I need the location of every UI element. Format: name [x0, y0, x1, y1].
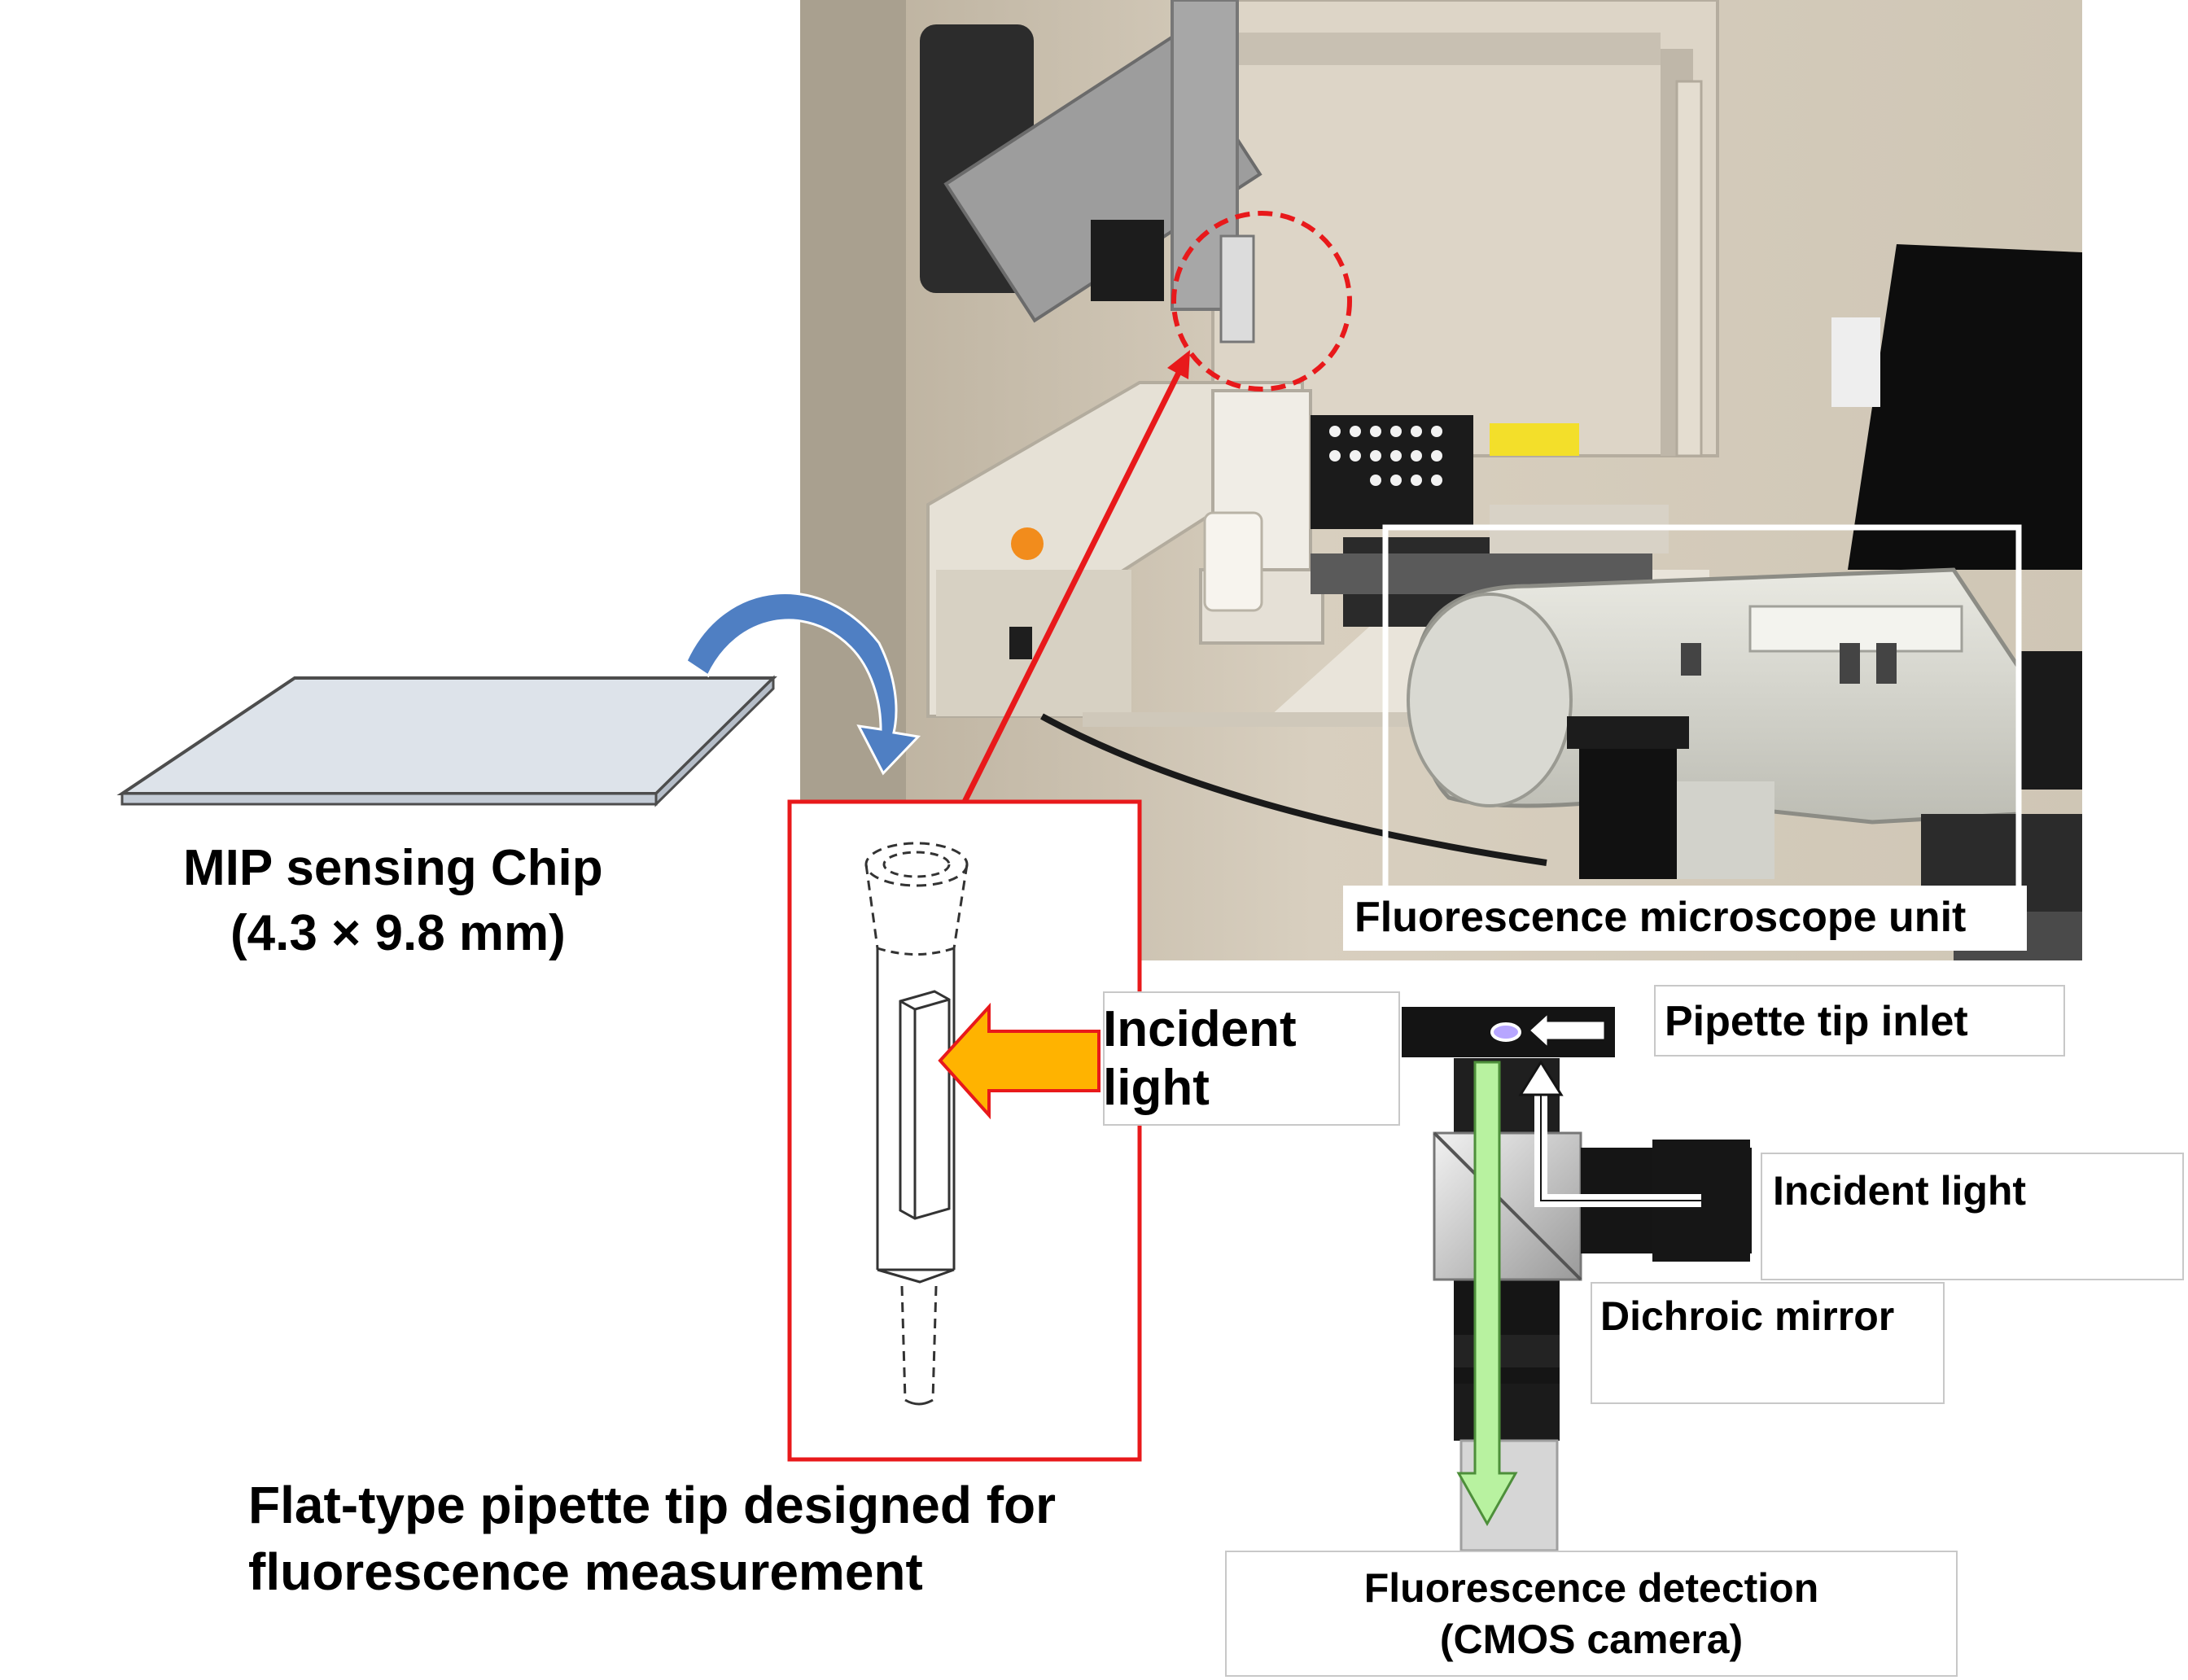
- leader-line: [961, 371, 1182, 803]
- incident-light-box: [1761, 1153, 2184, 1280]
- highlight-circle: [1171, 211, 1352, 392]
- incident-light-tip-line1: Incident: [1103, 1001, 1297, 1057]
- incident-light-label: Incident light: [1773, 1168, 2027, 1214]
- pipette-caption-line2: fluorescence measurement: [248, 1542, 923, 1601]
- microscope-unit-label: Fluorescence microscope unit: [1354, 894, 1967, 941]
- chip-size-label: (4.3 × 9.8 mm): [230, 905, 566, 961]
- pipette-inlet-label: Pipette tip inlet: [1665, 998, 1968, 1045]
- dichroic-mirror-label: Dichroic mirror: [1600, 1293, 1895, 1339]
- incident-arrow-icon: [938, 1002, 1101, 1120]
- microscope-unit-label-box: [1343, 886, 2027, 951]
- detection-box: [1225, 1551, 1958, 1677]
- microscope-schematic: [1402, 1007, 1752, 1552]
- pipette-caption-line1: Flat-type pipette tip designed for: [248, 1476, 1057, 1534]
- instrument-photo: [800, 0, 2082, 960]
- chip-name-label: MIP sensing Chip: [183, 840, 603, 896]
- inlet-hole-icon: [1490, 1022, 1521, 1042]
- detection-line2: (CMOS camera): [1439, 1617, 1744, 1662]
- incident-light-tip-line2: light: [1103, 1060, 1210, 1116]
- curved-arrow-icon: [685, 592, 921, 776]
- dichroic-mirror-box: [1591, 1282, 1945, 1404]
- pipette-tip-icon: [864, 842, 969, 1406]
- pipette-inlet-box: [1654, 985, 2065, 1057]
- sensing-chip-icon: [116, 675, 777, 807]
- pipette-frame: [787, 799, 1142, 1462]
- detection-line1: Fluorescence detection: [1363, 1565, 1819, 1611]
- incident-light-tip-box: [1103, 991, 1400, 1126]
